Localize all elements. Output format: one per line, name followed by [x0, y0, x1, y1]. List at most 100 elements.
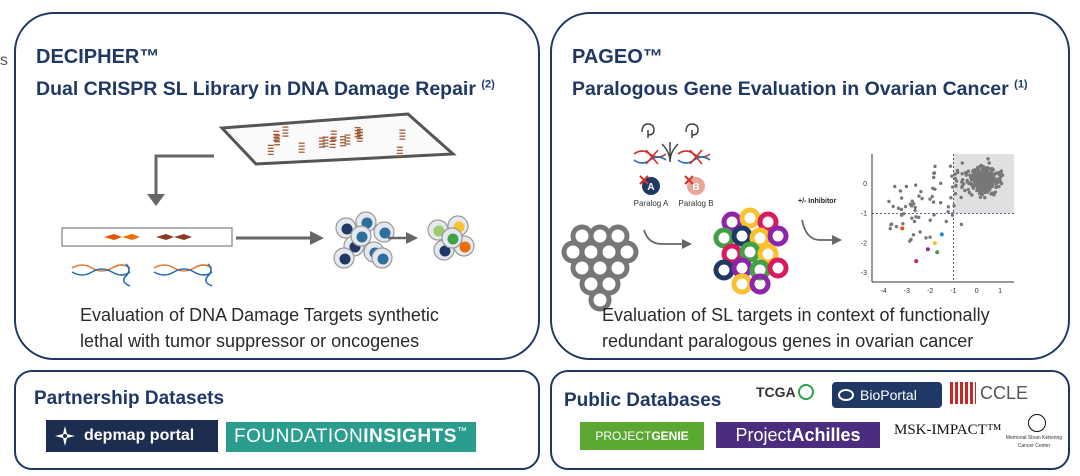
- scatter-point: [982, 188, 987, 193]
- scatter-point: [960, 184, 964, 188]
- scatter-point: [969, 176, 973, 180]
- cell-nucleus: [361, 217, 373, 229]
- genie-project-text: PROJECT: [595, 429, 652, 443]
- scatter-point: [959, 222, 964, 227]
- scatter-point: [944, 219, 948, 224]
- scatter-point: [955, 168, 960, 173]
- decipher-panel: DECIPHER™ Dual CRISPR SL Library in DNA …: [14, 12, 540, 360]
- pageo-ref: (1): [1014, 78, 1028, 91]
- arrow-to-edited: [643, 229, 684, 245]
- scatter-point: [950, 174, 954, 178]
- scatter-point: [971, 186, 976, 190]
- scatter-point: [966, 187, 970, 192]
- selected-cell-nucleus: [433, 225, 445, 237]
- project-achilles-logo[interactable]: Project Achilles: [716, 422, 880, 448]
- scatter-point: [998, 170, 1003, 175]
- scatter-point: [938, 200, 943, 205]
- scatter-point: [910, 199, 914, 203]
- scatter-point: [981, 164, 986, 169]
- scatter-point: [977, 188, 982, 193]
- scatter-point: [993, 190, 998, 194]
- msk-text: MSK-IMPACT™: [894, 422, 1002, 438]
- edited-cell: [767, 225, 789, 247]
- msk-impact-logo[interactable]: MSK-IMPACT™: [894, 422, 1002, 439]
- y-tick-label: -2: [861, 240, 867, 247]
- foundation-text: FOUNDATION: [234, 426, 364, 447]
- scatter-point: [911, 233, 916, 237]
- foundation-tm: ™: [456, 426, 468, 437]
- public-databases-panel: Public Databases TCGA BioPortal CCLE PRO…: [550, 370, 1070, 470]
- library-oligos: [267, 126, 406, 157]
- vector-construct: [61, 227, 233, 247]
- scatter-point: [974, 176, 978, 180]
- scatter-point: [899, 207, 904, 212]
- edited-cell: [731, 273, 753, 295]
- scatter-point: [913, 205, 917, 210]
- parental-cell: [588, 288, 612, 312]
- edited-cell: [767, 257, 789, 279]
- pageo-description: Evaluation of SL targets in context of f…: [602, 305, 990, 351]
- scatter-point: [888, 226, 892, 231]
- selected-cell-nucleus: [439, 245, 451, 257]
- scatter-point: [908, 202, 912, 206]
- scatter-point: [932, 171, 936, 175]
- scatter-point: [979, 175, 984, 179]
- arrow-to-plot: [801, 219, 834, 241]
- scatter-point: [891, 204, 895, 209]
- scatter-point: [977, 176, 981, 181]
- scatter-point: [987, 178, 991, 183]
- scatter-point: [970, 173, 975, 178]
- edge-mark: s: [0, 52, 8, 69]
- scatter-point: [896, 206, 901, 210]
- y-tick-label: -3: [861, 270, 867, 277]
- scatter-point: [928, 218, 932, 222]
- scatter-point: [983, 195, 987, 200]
- scatter-point: [985, 167, 990, 172]
- scatter-point: [966, 169, 971, 173]
- partnership-label: Partnership Datasets: [34, 388, 225, 409]
- edited-cell: [739, 241, 761, 263]
- scatter-point: [917, 215, 921, 220]
- scatter-point: [994, 185, 999, 190]
- scatter-point: [887, 199, 891, 204]
- scatter-point: [908, 239, 912, 243]
- scatter-point: [978, 170, 982, 174]
- scatter-point: [995, 177, 1000, 181]
- y-tick-label: 0: [863, 181, 867, 188]
- scatter-point: [960, 177, 965, 182]
- cell-nucleus: [356, 231, 368, 243]
- paralog-a-letter: A: [647, 182, 654, 193]
- scatter-point: [975, 183, 979, 188]
- scatter-point: [976, 165, 980, 170]
- scatter-point: [952, 204, 956, 208]
- arrow-to-cells-head: [310, 231, 324, 245]
- decipher-title: Dual CRISPR SL Library in DNA Damage Rep…: [36, 78, 495, 100]
- compass-icon: [54, 425, 76, 447]
- scatter-point: [950, 185, 955, 189]
- scatter-point: [998, 176, 1002, 180]
- tcga-logo[interactable]: TCGA: [756, 384, 814, 400]
- scatter-point: [912, 202, 916, 206]
- scatter-point: [932, 213, 936, 217]
- highlighted-point: [914, 259, 919, 264]
- scatter-point: [996, 180, 1001, 184]
- depmap-logo[interactable]: depmap portal: [46, 420, 218, 452]
- paralog-b-label: Paralog B: [678, 199, 713, 208]
- scatter-point: [901, 222, 905, 226]
- arrow-to-plot-head: [832, 235, 842, 245]
- pageo-brand: PAGEO™: [572, 46, 663, 68]
- scatter-point: [954, 179, 959, 183]
- arrow-down: [154, 154, 214, 196]
- ccle-logo[interactable]: CCLE: [950, 382, 1028, 404]
- scatter-point: [990, 166, 994, 171]
- decipher-ref: (2): [481, 78, 495, 91]
- scatter-point: [969, 181, 973, 185]
- bioportal-logo[interactable]: BioPortal: [832, 382, 942, 408]
- partnership-panel: Partnership Datasets depmap portal FOUND…: [14, 370, 540, 470]
- scatter-point: [953, 172, 957, 176]
- scatter-point: [949, 196, 953, 200]
- scatter-point: [914, 215, 918, 219]
